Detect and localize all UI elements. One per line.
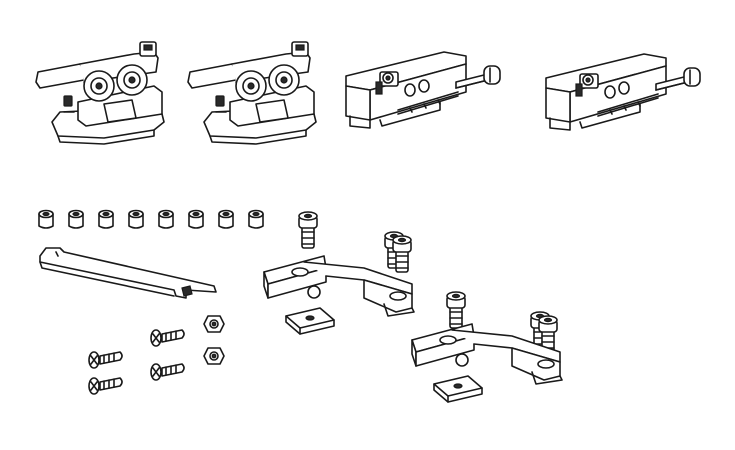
roller-trolley-2 [187,41,317,145]
countersunk-screws [88,329,185,395]
adjustment-spanner [39,247,217,299]
roller-trolley-1 [35,41,165,145]
soft-close-damper-2 [545,53,701,131]
cap-head-bolt-2 [446,291,466,329]
set-screw-nuts [38,209,264,229]
cap-head-bolts-pair-1 [384,231,412,273]
cap-head-bolt-1 [298,211,318,249]
soft-close-damper-1 [345,51,501,129]
hex-nuts [203,315,225,365]
